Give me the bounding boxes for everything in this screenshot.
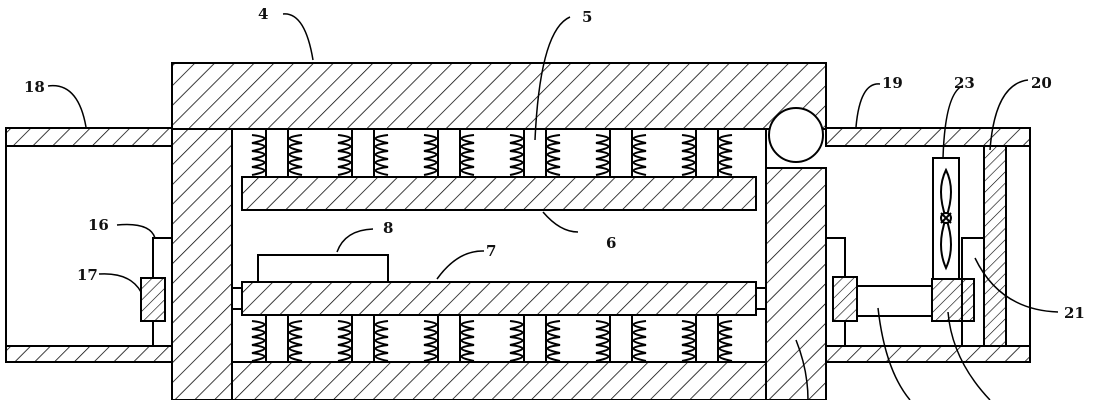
label-19: 19 — [882, 74, 903, 92]
leader-lines — [47, 13, 1059, 400]
right-pipe — [825, 127, 1031, 363]
fan-frame — [932, 157, 960, 280]
spring — [423, 129, 475, 177]
lower-springs — [251, 315, 733, 363]
lower-plate — [241, 281, 757, 316]
left-pipe — [5, 127, 173, 363]
label-23: 23 — [954, 74, 975, 92]
labels: 4 5 6 7 8 16 17 18 19 20 21 23 — [24, 5, 1085, 322]
label-7: 7 — [486, 242, 496, 260]
right-mechanism — [825, 145, 1007, 347]
spring — [251, 129, 303, 177]
label-21: 21 — [1064, 304, 1085, 322]
spring — [681, 129, 733, 177]
label-8: 8 — [383, 219, 393, 237]
label-20: 20 — [1031, 74, 1052, 92]
roller-ball — [768, 107, 824, 163]
spring — [337, 315, 389, 363]
spring — [509, 129, 561, 177]
spring — [251, 315, 303, 363]
upper-plate — [241, 176, 757, 211]
spring — [337, 129, 389, 177]
label-4: 4 — [258, 5, 268, 23]
label-18: 18 — [24, 78, 45, 96]
left-valve — [140, 237, 173, 347]
label-5: 5 — [582, 8, 592, 26]
label-16: 16 — [88, 216, 109, 234]
spring — [681, 315, 733, 363]
spring — [595, 315, 647, 363]
label-17: 17 — [77, 266, 98, 284]
main-housing — [171, 62, 827, 400]
label-6: 6 — [606, 234, 616, 252]
spring — [423, 315, 475, 363]
upper-springs — [251, 129, 733, 177]
spring — [509, 315, 561, 363]
sensor-block — [257, 254, 389, 283]
spring — [595, 129, 647, 177]
